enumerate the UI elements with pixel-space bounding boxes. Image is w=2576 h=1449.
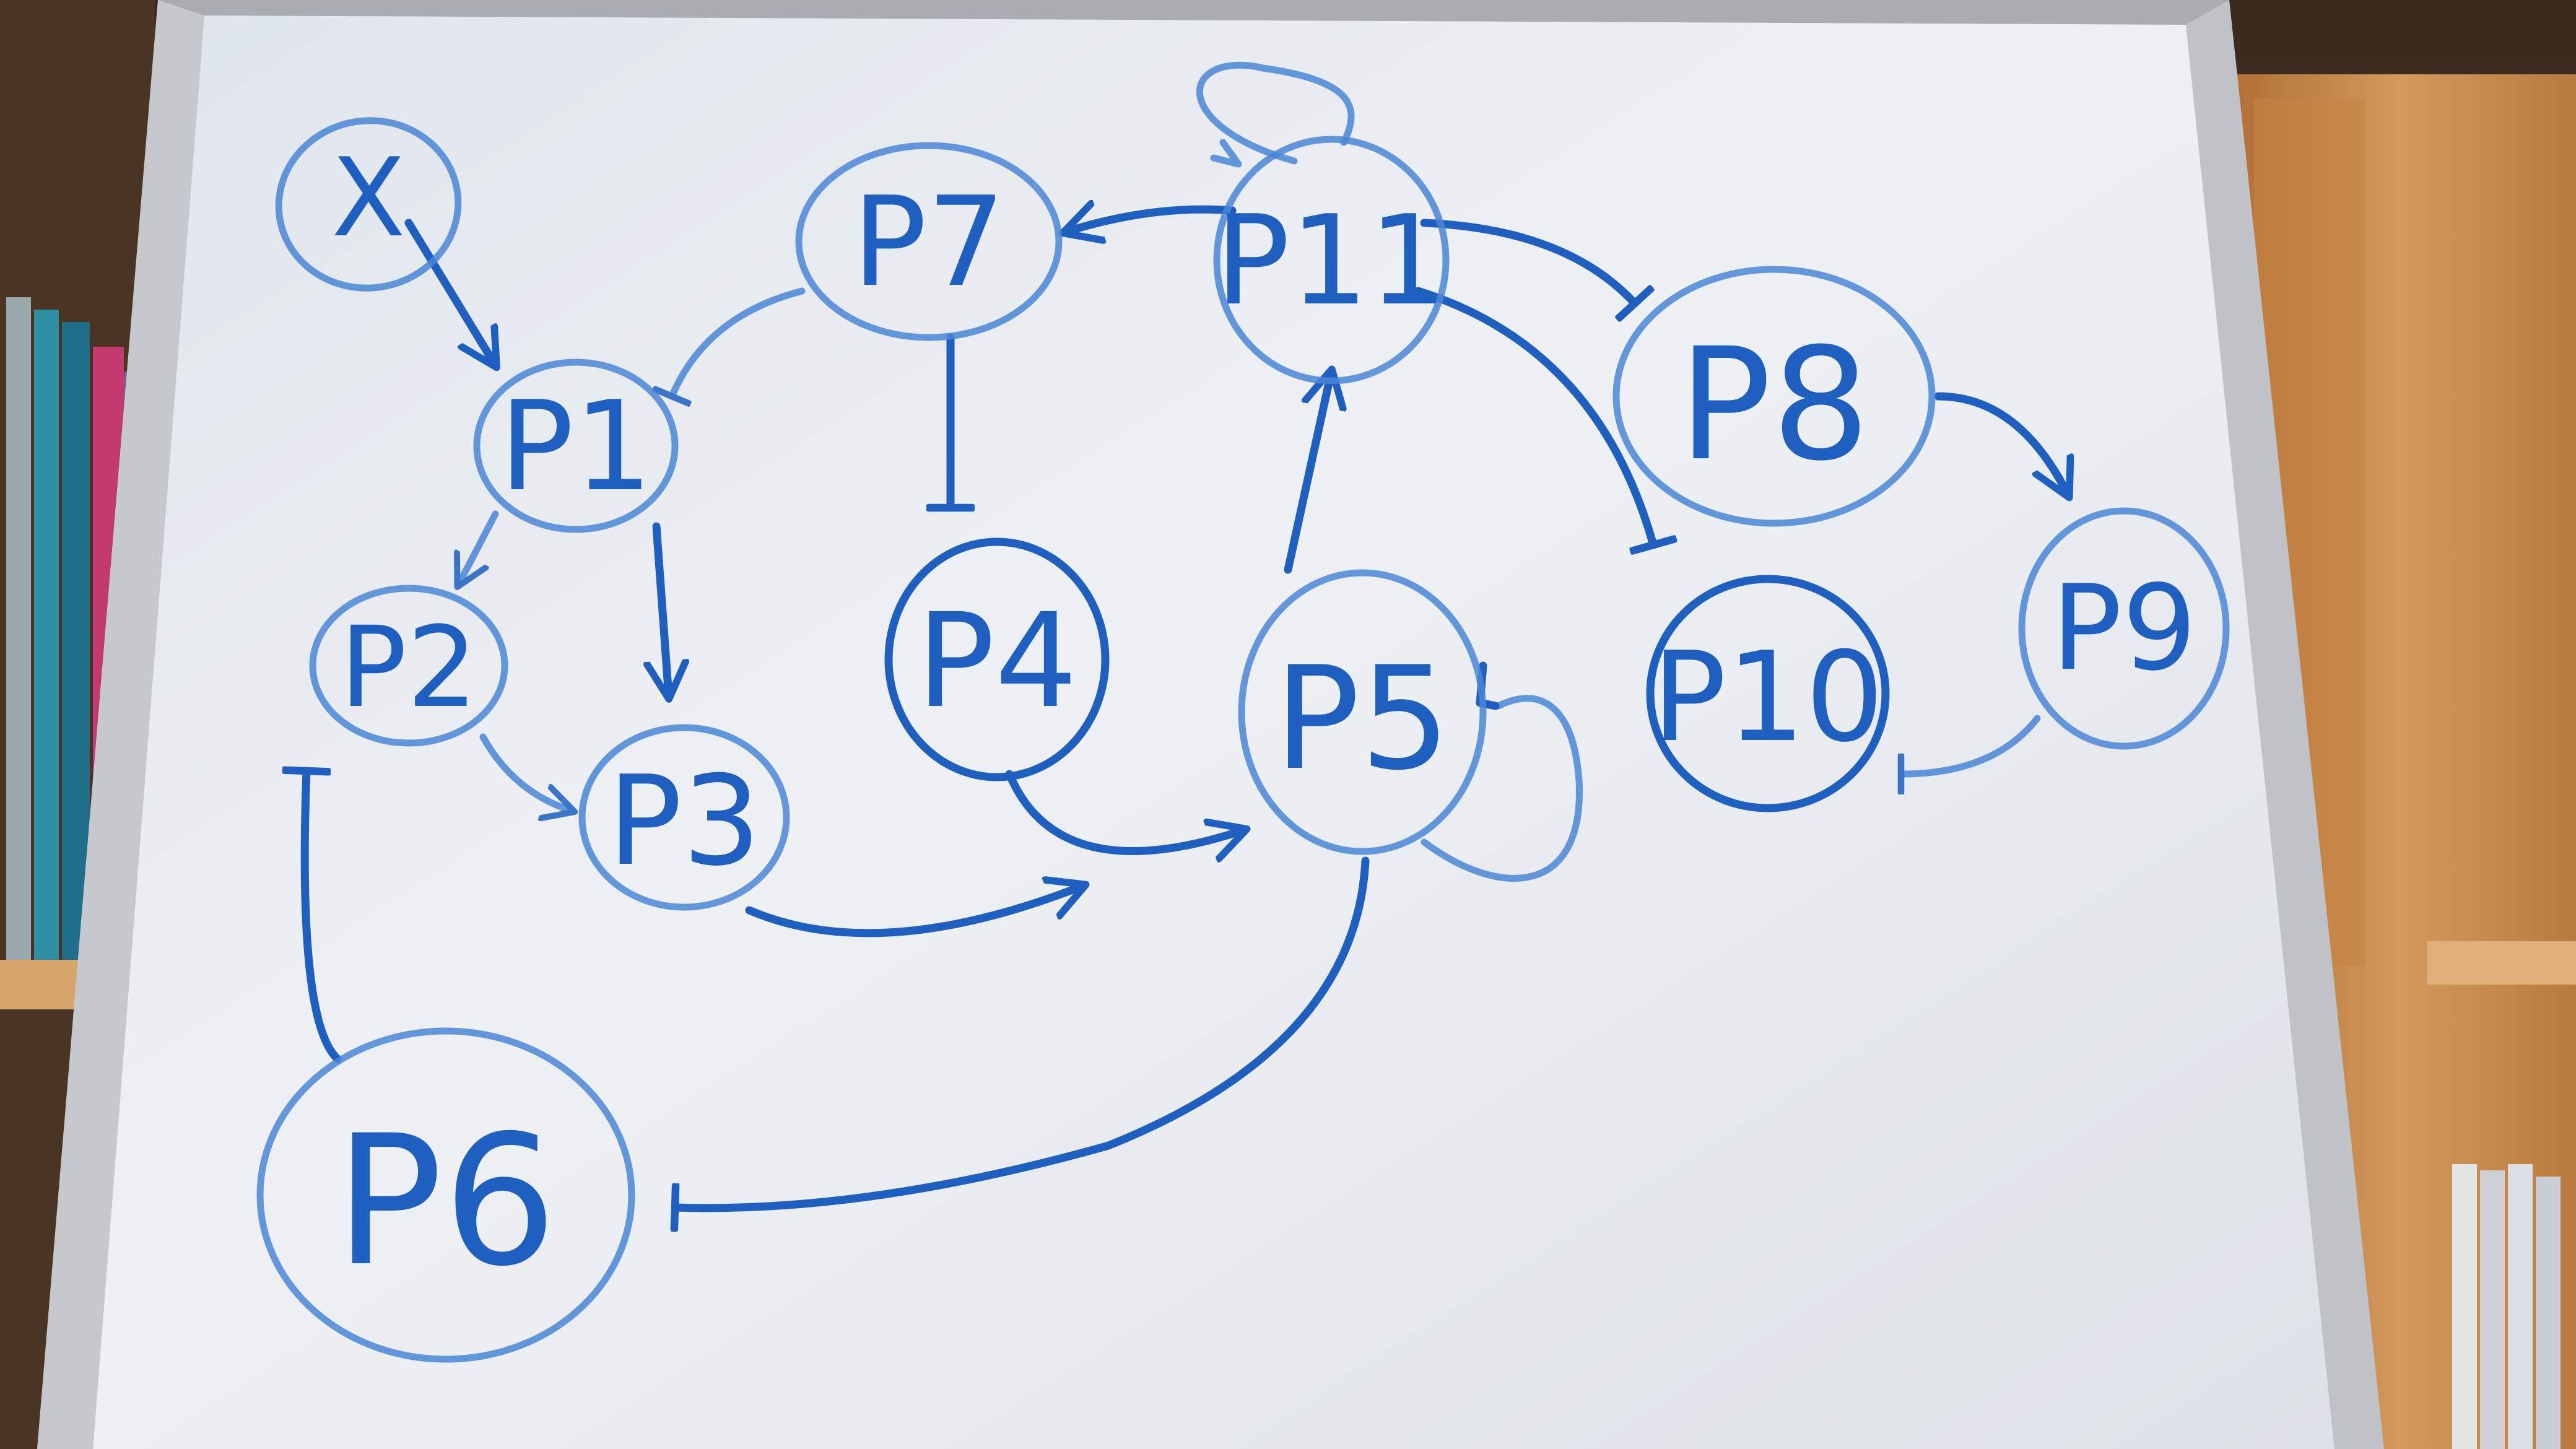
edge-p11-self-head <box>1210 139 1242 168</box>
node-x: X <box>275 117 462 292</box>
edge-p11-self <box>1196 61 1355 165</box>
edge-p11-p7 <box>1065 209 1237 232</box>
edge-p6-inhibits-p2 <box>305 771 342 1063</box>
node-p10-label: P10 <box>1651 625 1884 770</box>
node-p7: P7 <box>795 142 1063 341</box>
node-p5: P5 <box>1238 569 1487 855</box>
node-p2: P2 <box>309 585 508 747</box>
node-p7-label: P7 <box>852 170 1006 315</box>
node-p4-label: P4 <box>916 585 1077 737</box>
edge-p5-self-inhibits <box>1421 695 1583 882</box>
nodes-layer: X P1 P2 P3 P4 P5 P6 P7 <box>256 117 2230 1363</box>
node-x-label: X <box>331 136 406 261</box>
node-p5-label: P5 <box>1274 637 1450 802</box>
edge-p8-p9 <box>1934 392 2068 495</box>
edge-p2-p3 <box>479 733 573 811</box>
edge-p11-inhibits-p8 <box>1420 219 1635 303</box>
node-p3: P3 <box>578 724 790 911</box>
whiteboard <box>37 0 2384 1449</box>
node-p8: P8 <box>1612 266 1936 527</box>
node-p11: P11 <box>1213 136 1450 385</box>
edge-p1-p2 <box>458 510 499 585</box>
node-p2-label: P2 <box>339 603 477 733</box>
edge-p1-p3 <box>656 522 669 697</box>
edges-layer <box>305 61 2068 1208</box>
node-p11-label: P11 <box>1215 189 1447 333</box>
edge-p5-p11 <box>1284 372 1331 574</box>
node-p4: P4 <box>884 537 1110 781</box>
node-p9: P9 <box>2018 507 2230 750</box>
node-p8-label: P8 <box>1678 315 1870 495</box>
node-p3-label: P3 <box>607 749 761 894</box>
node-p6-label: P6 <box>334 1097 557 1306</box>
node-p6: P6 <box>256 1027 635 1363</box>
edge-p7-inhibits-p1 <box>672 287 806 396</box>
edge-p5-inhibits-p6 <box>675 856 1370 1208</box>
node-p10: P10 <box>1646 575 1890 812</box>
node-p9-label: P9 <box>2051 560 2196 697</box>
edge-p9-inhibits-p10 <box>1897 715 2041 774</box>
edge-x-p1 <box>404 219 495 365</box>
edge-p4-p5 <box>1005 770 1245 851</box>
node-p1: P1 <box>473 359 679 533</box>
binders-icon <box>2452 1164 2561 1449</box>
node-p1-label: P1 <box>499 375 653 519</box>
edge-p11-inhibits-p10 <box>1414 287 1653 545</box>
edge-p3-p5 <box>745 886 1084 938</box>
